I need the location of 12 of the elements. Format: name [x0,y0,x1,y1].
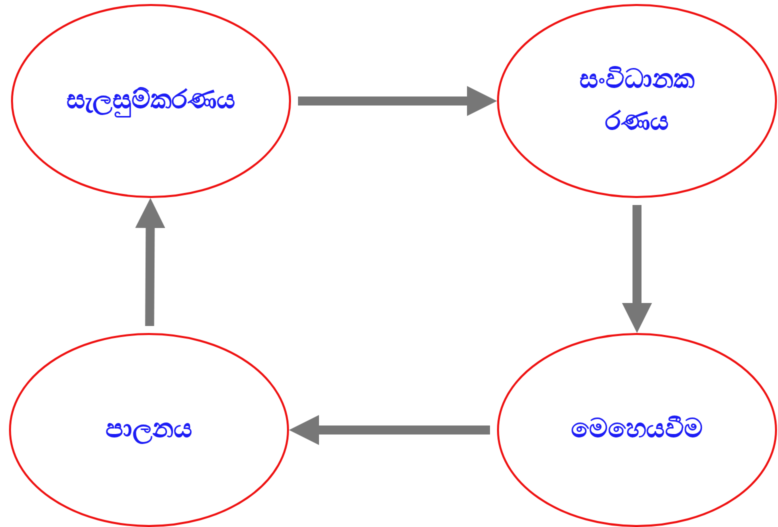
process-ellipse [9,333,289,527]
node-label: සංවිධානකරණය [578,63,696,138]
process-ellipse [497,4,777,198]
process-ellipse [11,4,291,198]
arrow [135,198,166,326]
node-label: මෙහෙයවීම [570,413,704,446]
node-label: පාලනය [104,413,194,446]
arrow [289,415,490,445]
node-label: සැලසුම්කරණය [66,84,236,120]
process-ellipse [497,333,777,527]
arrow [622,205,652,333]
arrow [298,86,497,116]
